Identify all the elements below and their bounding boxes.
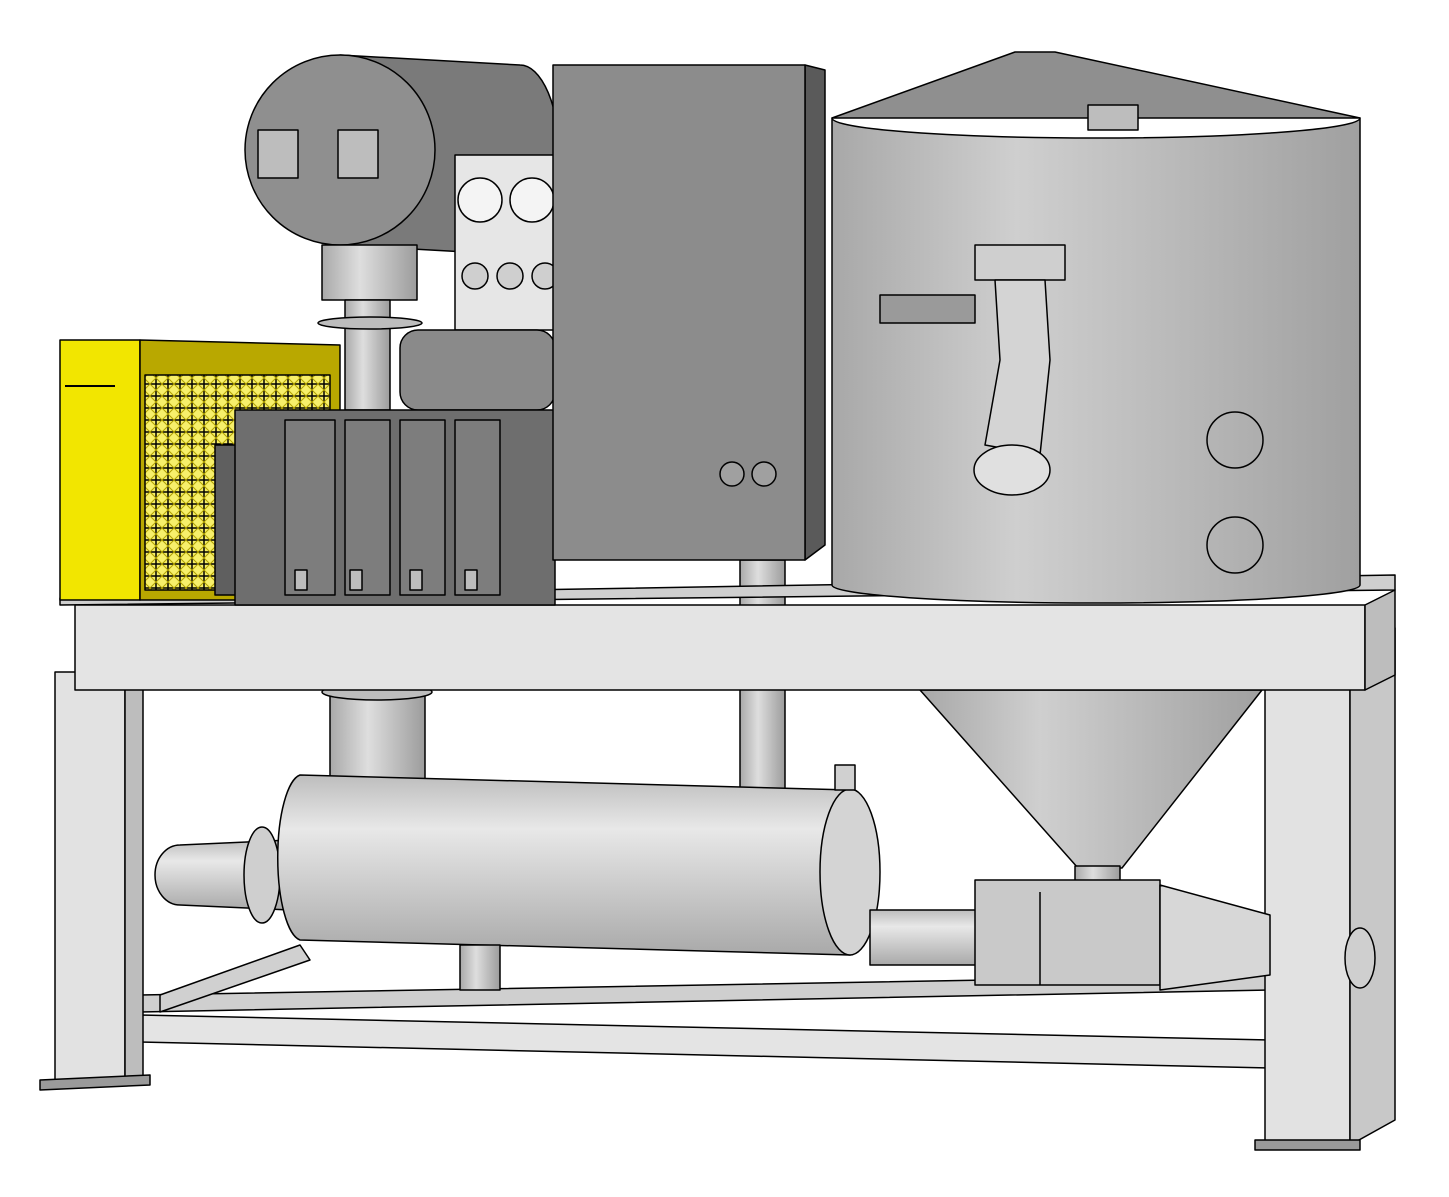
blower: [214, 409, 556, 606]
right-foot: [1254, 1139, 1361, 1151]
right-leg: [1264, 639, 1351, 1146]
gauge-panel: [454, 154, 559, 331]
deck-front-beam: [74, 604, 1366, 691]
rotary-feeder: [974, 879, 1376, 991]
electrical-enclosure: [552, 64, 826, 561]
sight-port: [1206, 411, 1264, 469]
deck-side-beam: [1364, 589, 1396, 691]
indicator-button: [751, 461, 777, 487]
left-leg: [54, 671, 126, 1083]
motor: [399, 329, 556, 411]
discharge-silencer: [154, 683, 981, 991]
inlet-pipe: [974, 244, 1066, 281]
sight-port: [1206, 516, 1264, 574]
bottom-rail-front: [139, 1014, 1271, 1069]
outlet-port-left: [257, 129, 299, 179]
hopper-cone: [919, 689, 1263, 869]
cyclone-tank: [831, 51, 1361, 604]
inlet-silencer: [244, 54, 561, 411]
indicator-button: [719, 461, 745, 487]
right-leg-side: [1349, 627, 1396, 1146]
level-sensor: [879, 294, 976, 324]
outlet-port-right: [337, 129, 379, 179]
gauge-icon: [509, 177, 555, 223]
bottom-rail-side: [159, 944, 311, 1013]
left-leg-side: [124, 671, 144, 1083]
gauge-icon: [457, 177, 503, 223]
left-foot: [39, 1074, 151, 1091]
